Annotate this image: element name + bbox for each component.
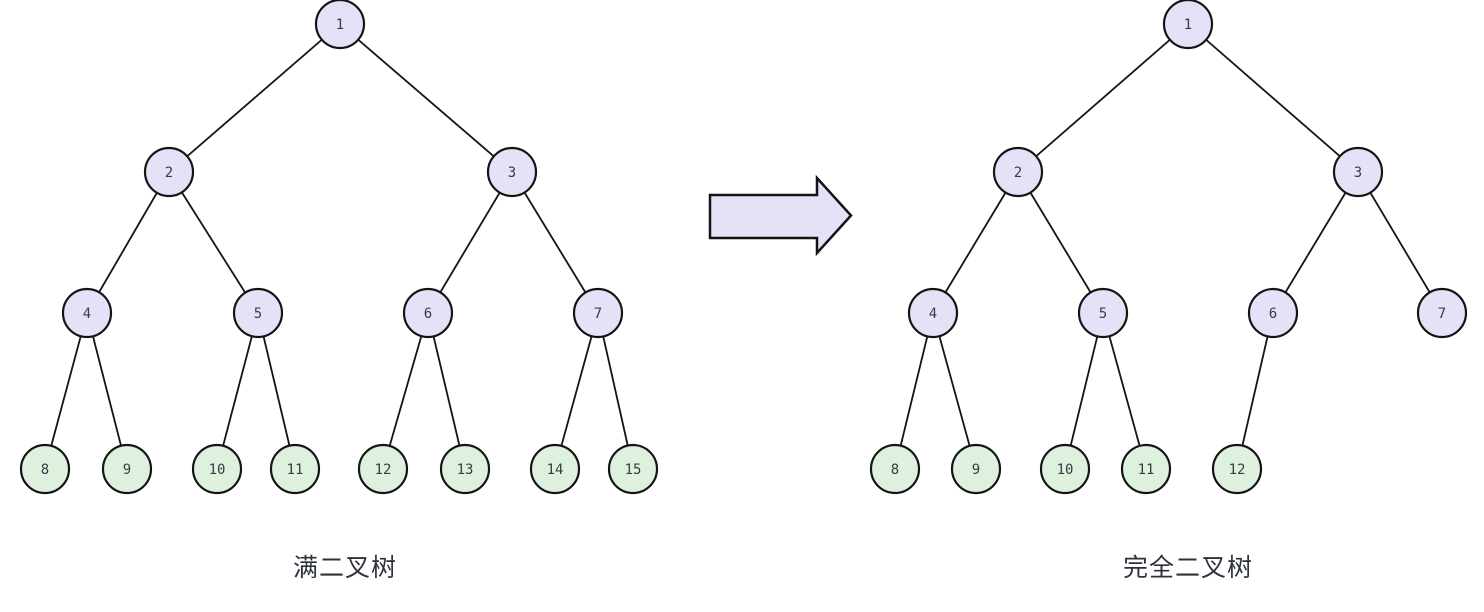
tree-node-label: 3 xyxy=(508,165,516,181)
tree-edge-2-5 xyxy=(168,171,259,314)
complete-binary-tree-node-10 xyxy=(1039,443,1091,495)
tree-node-label: 8 xyxy=(891,462,899,478)
full-binary-tree-node-1 xyxy=(314,0,366,50)
tree-node-label: 4 xyxy=(929,306,937,322)
tree-node-label: 8 xyxy=(41,462,49,478)
tree-edge-5-10 xyxy=(1064,312,1104,470)
tree-node-label: 13 xyxy=(457,462,474,478)
tree-edge-7-14 xyxy=(554,312,599,470)
tree-node-label: 14 xyxy=(547,462,564,478)
tree-edge-3-7 xyxy=(511,171,599,314)
full-binary-tree-node-15 xyxy=(607,443,659,495)
tree-edge-5-10 xyxy=(216,312,259,470)
tree-edge-3-7 xyxy=(1357,171,1443,314)
full-binary-tree-node-7 xyxy=(572,287,624,339)
transform-arrow-icon xyxy=(708,174,853,257)
full-binary-tree-node-4 xyxy=(61,287,113,339)
full-binary-tree-node-5 xyxy=(232,287,284,339)
tree-node-label: 3 xyxy=(1354,165,1362,181)
tree-edge-2-5 xyxy=(1017,171,1104,314)
tree-node-label: 12 xyxy=(375,462,392,478)
complete-binary-tree-node-8 xyxy=(869,443,921,495)
tree-edge-2-4 xyxy=(932,171,1019,314)
full-binary-tree-node-2 xyxy=(143,146,195,198)
tree-edge-1-3 xyxy=(339,23,513,173)
full-binary-tree-node-12 xyxy=(357,443,409,495)
tree-edge-1-2 xyxy=(1017,23,1189,173)
tree-edge-4-8 xyxy=(894,312,934,470)
tree-node-label: 11 xyxy=(287,462,304,478)
full-binary-tree-node-9 xyxy=(101,443,153,495)
complete-binary-tree-node-3 xyxy=(1332,146,1384,198)
tree-edge-1-3 xyxy=(1187,23,1359,173)
tree-node-label: 15 xyxy=(625,462,642,478)
full-binary-tree-node-11 xyxy=(269,443,321,495)
tree-node-label: 10 xyxy=(209,462,226,478)
tree-edge-4-9 xyxy=(86,312,128,470)
full-binary-tree-node-6 xyxy=(402,287,454,339)
tree-edge-2-4 xyxy=(86,171,170,314)
complete-binary-tree-node-11 xyxy=(1120,443,1172,495)
tree-node-label: 4 xyxy=(83,306,91,322)
tree-node-label: 2 xyxy=(1014,165,1022,181)
full-binary-tree-node-8 xyxy=(19,443,71,495)
left-tree-caption: 满二叉树 xyxy=(292,553,398,582)
full-binary-tree-node-3 xyxy=(486,146,538,198)
complete-binary-tree-node-7 xyxy=(1416,287,1468,339)
tree-node-label: 7 xyxy=(594,306,602,322)
tree-edge-5-11 xyxy=(257,312,296,470)
complete-binary-tree-node-12 xyxy=(1211,443,1263,495)
tree-node-label: 1 xyxy=(336,17,344,33)
tree-edge-6-12 xyxy=(382,312,429,470)
tree-node-label: 9 xyxy=(123,462,131,478)
tree-edge-4-8 xyxy=(44,312,88,470)
complete-binary-tree-node-1 xyxy=(1162,0,1214,50)
tree-edge-6-12 xyxy=(1236,312,1274,470)
tree-edge-5-11 xyxy=(1102,312,1147,470)
complete-binary-tree-node-9 xyxy=(950,443,1002,495)
tree-node-label: 6 xyxy=(1269,306,1277,322)
full-binary-tree-node-14 xyxy=(529,443,581,495)
tree-node-label: 9 xyxy=(972,462,980,478)
complete-binary-tree-node-5 xyxy=(1077,287,1129,339)
full-binary-tree-node-13 xyxy=(439,443,491,495)
tree-edge-6-13 xyxy=(427,312,466,470)
full-binary-tree-node-10 xyxy=(191,443,243,495)
complete-binary-tree-node-2 xyxy=(992,146,1044,198)
complete-binary-tree-node-6 xyxy=(1247,287,1299,339)
tree-edge-3-6 xyxy=(427,171,513,314)
tree-edge-3-6 xyxy=(1272,171,1359,314)
tree-node-label: 11 xyxy=(1138,462,1155,478)
complete-binary-tree-node-4 xyxy=(907,287,959,339)
tree-node-label: 1 xyxy=(1184,17,1192,33)
tree-node-label: 5 xyxy=(254,306,262,322)
tree-node-label: 5 xyxy=(1099,306,1107,322)
tree-node-label: 7 xyxy=(1438,306,1446,322)
tree-node-label: 12 xyxy=(1229,462,1246,478)
right-tree-caption: 完全二叉树 xyxy=(1122,553,1254,582)
tree-edge-1-2 xyxy=(168,23,341,173)
tree-node-label: 2 xyxy=(165,165,173,181)
tree-edge-7-15 xyxy=(597,312,634,470)
tree-node-label: 10 xyxy=(1057,462,1074,478)
tree-edge-4-9 xyxy=(932,312,977,470)
tree-node-label: 6 xyxy=(424,306,432,322)
